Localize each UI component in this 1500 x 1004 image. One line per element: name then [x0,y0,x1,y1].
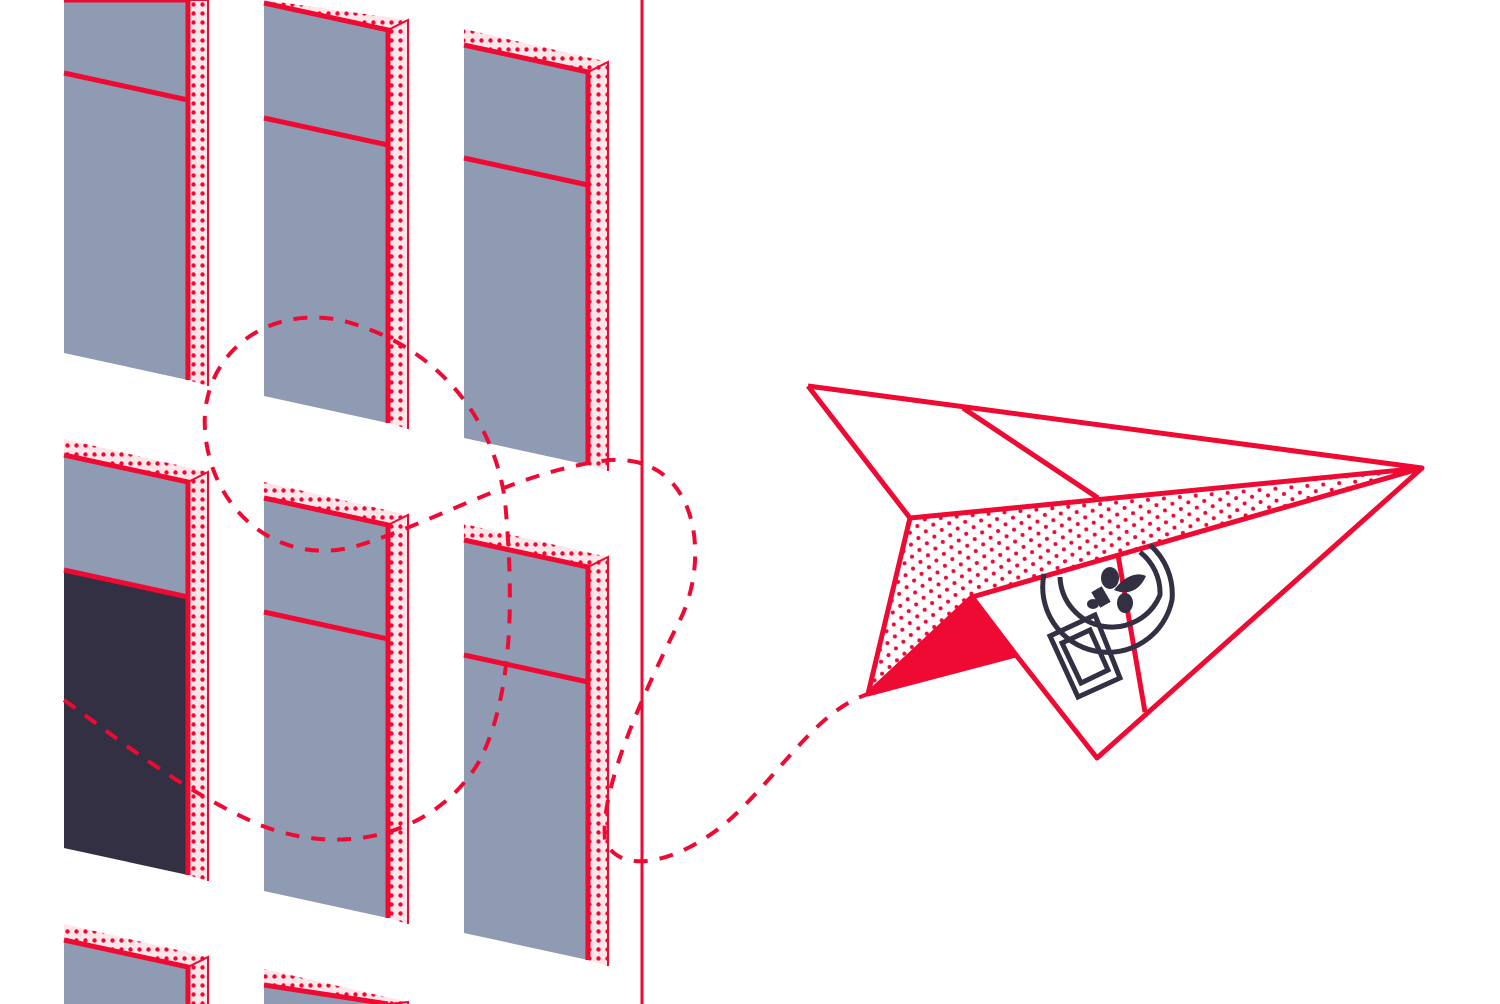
window-transom [63,70,189,103]
window-frame-edge [587,60,609,471]
window-frame-edge [387,18,409,429]
window-side [388,20,408,429]
window-side [188,0,208,386]
paper-plane [806,383,1425,761]
window-ledge [264,0,408,30]
dashed-flight-path [62,315,869,864]
window-frame-edge [188,0,209,386]
window-ledge [64,439,208,482]
window-dark-pane [64,570,188,875]
window-glass [64,940,188,1004]
window-glass [464,45,588,465]
window-glass [64,0,188,380]
window-ledge [64,924,208,967]
window-frame-edge [187,955,209,1004]
window-ledge [464,524,608,567]
window-side [188,957,208,1004]
window-side [588,62,608,471]
window-transom [263,115,389,148]
window-ledge [264,482,408,525]
window-frame [64,0,191,380]
window-transom [463,155,589,188]
window-glass [264,3,388,423]
window-side [188,472,208,881]
window-frame [263,982,389,1004]
window-side [388,515,408,924]
window-ledge [264,969,408,1004]
fleur-de-lis-emblem [1040,543,1175,701]
window-transom [463,652,589,685]
window-glass [264,498,388,918]
window-frame-edge [187,470,209,881]
window-ledge [464,29,608,72]
window-frame-edge [387,1000,409,1004]
building-windows [63,0,609,1004]
window-frame-edge [587,555,609,966]
window-glass [464,540,588,960]
window-transom [63,567,189,600]
window-transom [263,609,389,642]
window-side [588,557,608,966]
window-frame-edge [387,513,409,924]
